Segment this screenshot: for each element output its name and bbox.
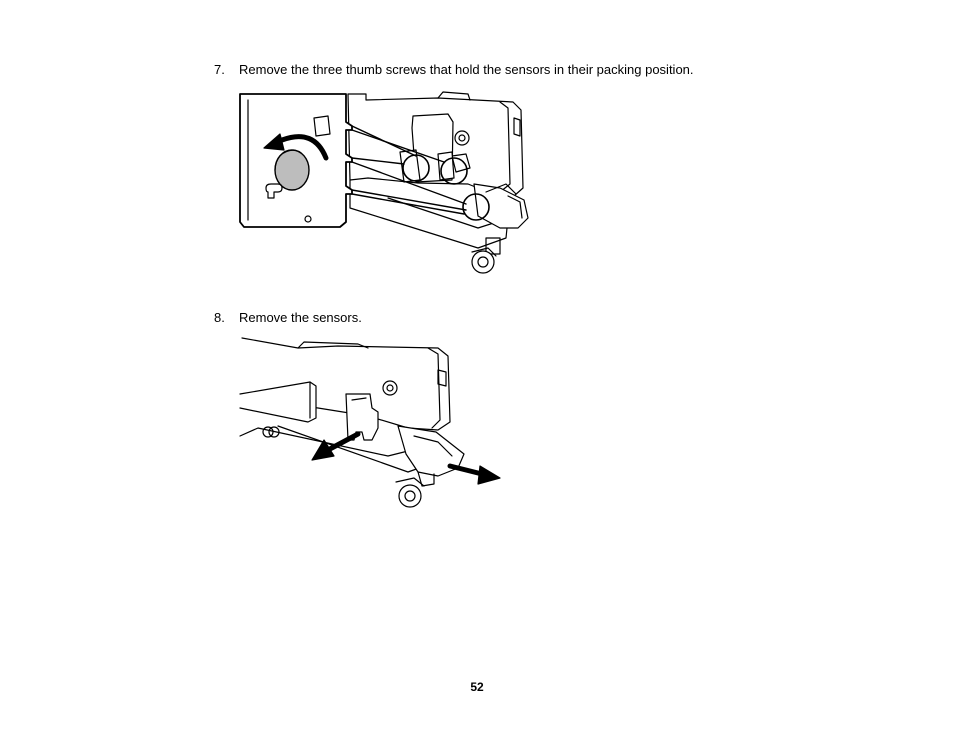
page-number: 52 <box>470 680 484 694</box>
step-number: 7. <box>214 62 225 77</box>
rotate-arrow-icon <box>263 133 329 161</box>
remove-arrow-icon <box>311 431 361 461</box>
remove-arrow-icon <box>447 463 501 485</box>
figure-remove-sensors <box>238 336 503 514</box>
figure-remove-thumb-screws <box>238 88 533 278</box>
step-text: Remove the three thumb screws that hold … <box>239 62 694 77</box>
step-number: 8. <box>214 310 225 325</box>
step-text: Remove the sensors. <box>239 310 362 325</box>
